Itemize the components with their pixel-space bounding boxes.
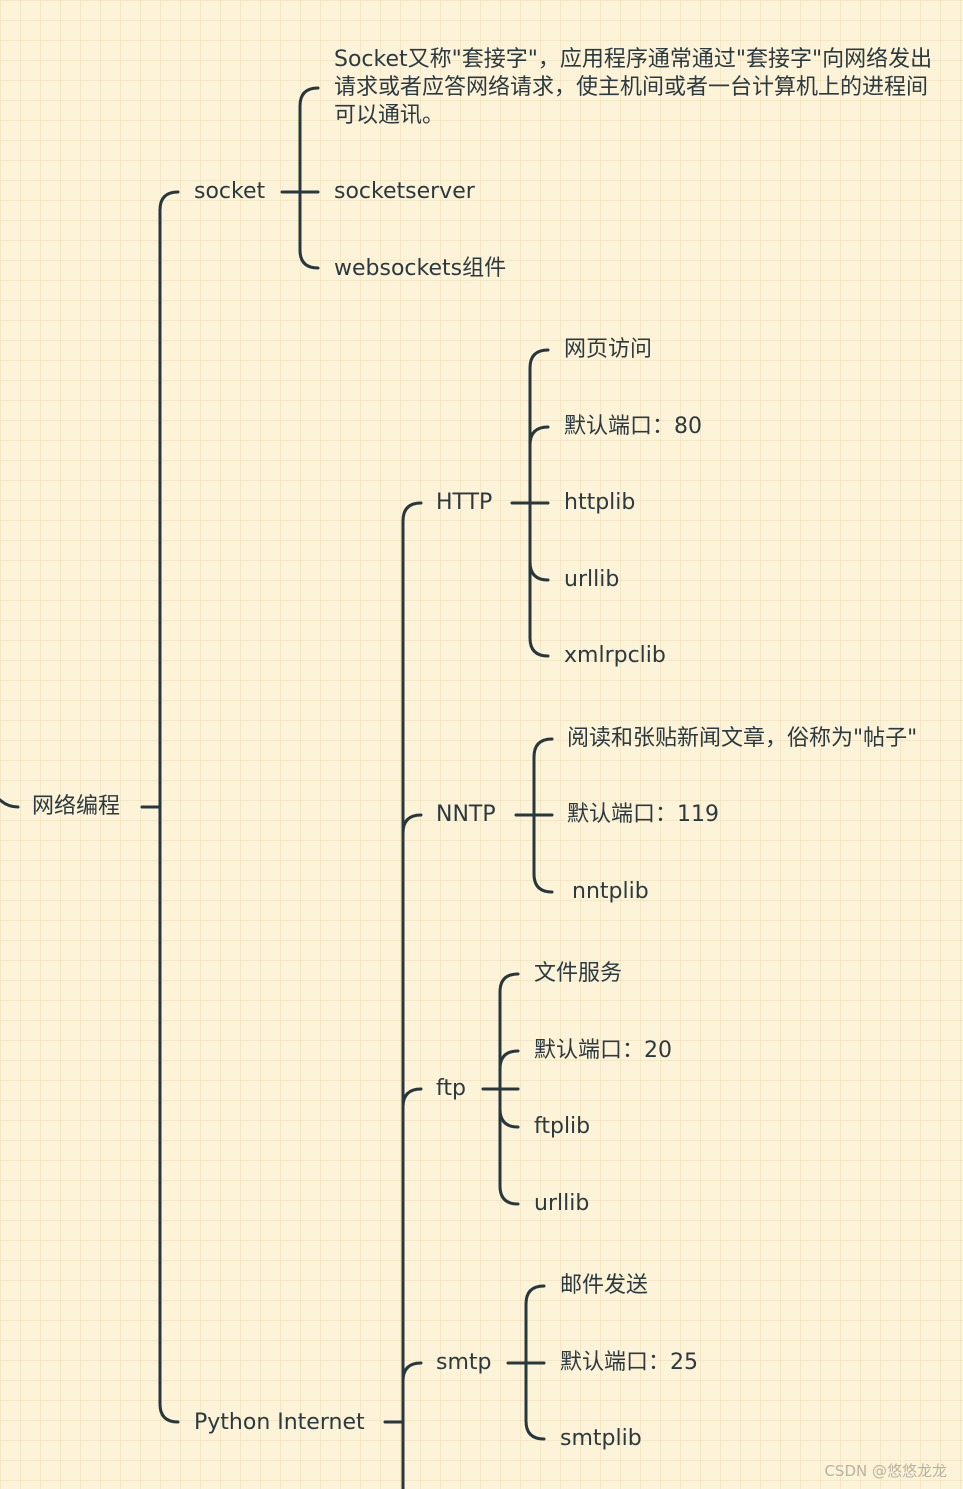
smtp-node[interactable]: smtp [436, 1350, 492, 1375]
nntp-description-node[interactable]: 阅读和张贴新闻文章，俗称为"帖子" [567, 726, 918, 751]
bracket-python-internet [401, 501, 423, 1489]
branch-smtp [401, 1361, 423, 1383]
nntplib-node[interactable]: nntplib [572, 879, 649, 904]
ftp-node[interactable]: ftp [436, 1076, 466, 1101]
bracket-nntp [532, 737, 554, 894]
root-node[interactable]: 网络编程 [32, 794, 121, 819]
ftp-urllib-node[interactable]: urllib [534, 1191, 590, 1216]
connector-root-in [0, 798, 20, 809]
branch-http-2 [528, 425, 550, 447]
nntp-node[interactable]: NNTP [436, 802, 496, 827]
http-default-port-node[interactable]: 默认端口：80 [564, 414, 702, 439]
bracket-smtp [524, 1284, 546, 1441]
bracket-ftp [498, 972, 520, 1206]
ftp-file-service-node[interactable]: 文件服务 [534, 961, 623, 986]
xmlrpclib-node[interactable]: xmlrpclib [564, 643, 666, 668]
http-urllib-node[interactable]: urllib [564, 567, 620, 592]
httplib-node[interactable]: httplib [564, 490, 636, 515]
branch-http-4 [528, 560, 550, 582]
branch-ftp [401, 1087, 423, 1109]
socket-node[interactable]: socket [194, 179, 266, 204]
branch-nntp [401, 813, 423, 835]
bracket-http [528, 348, 550, 658]
nntp-default-port-node[interactable]: 默认端口：119 [567, 802, 719, 827]
smtplib-node[interactable]: smtplib [560, 1426, 642, 1451]
ftplib-node[interactable]: ftplib [534, 1114, 591, 1139]
http-node[interactable]: HTTP [436, 490, 493, 515]
socketserver-node[interactable]: socketserver [334, 179, 475, 204]
csdn-watermark: CSDN @悠悠龙龙 [824, 1462, 947, 1480]
python-internet-node[interactable]: Python Internet [194, 1410, 365, 1435]
branch-ftp-2 [498, 1049, 520, 1071]
smtp-mail-send-node[interactable]: 邮件发送 [560, 1273, 649, 1298]
ftp-default-port-node[interactable]: 默认端口：20 [534, 1038, 672, 1063]
bracket-root [158, 190, 180, 1424]
websockets-node[interactable]: websockets组件 [334, 256, 507, 281]
branch-ftp-3 [498, 1107, 520, 1129]
socket-description-node[interactable]: Socket又称"套接字"，应用程序通常通过"套接字"向网络发出请求或者应答网络… [334, 47, 933, 128]
http-web-access-node[interactable]: 网页访问 [564, 337, 653, 362]
bracket-socket [298, 86, 320, 270]
smtp-default-port-node[interactable]: 默认端口：25 [560, 1350, 698, 1375]
